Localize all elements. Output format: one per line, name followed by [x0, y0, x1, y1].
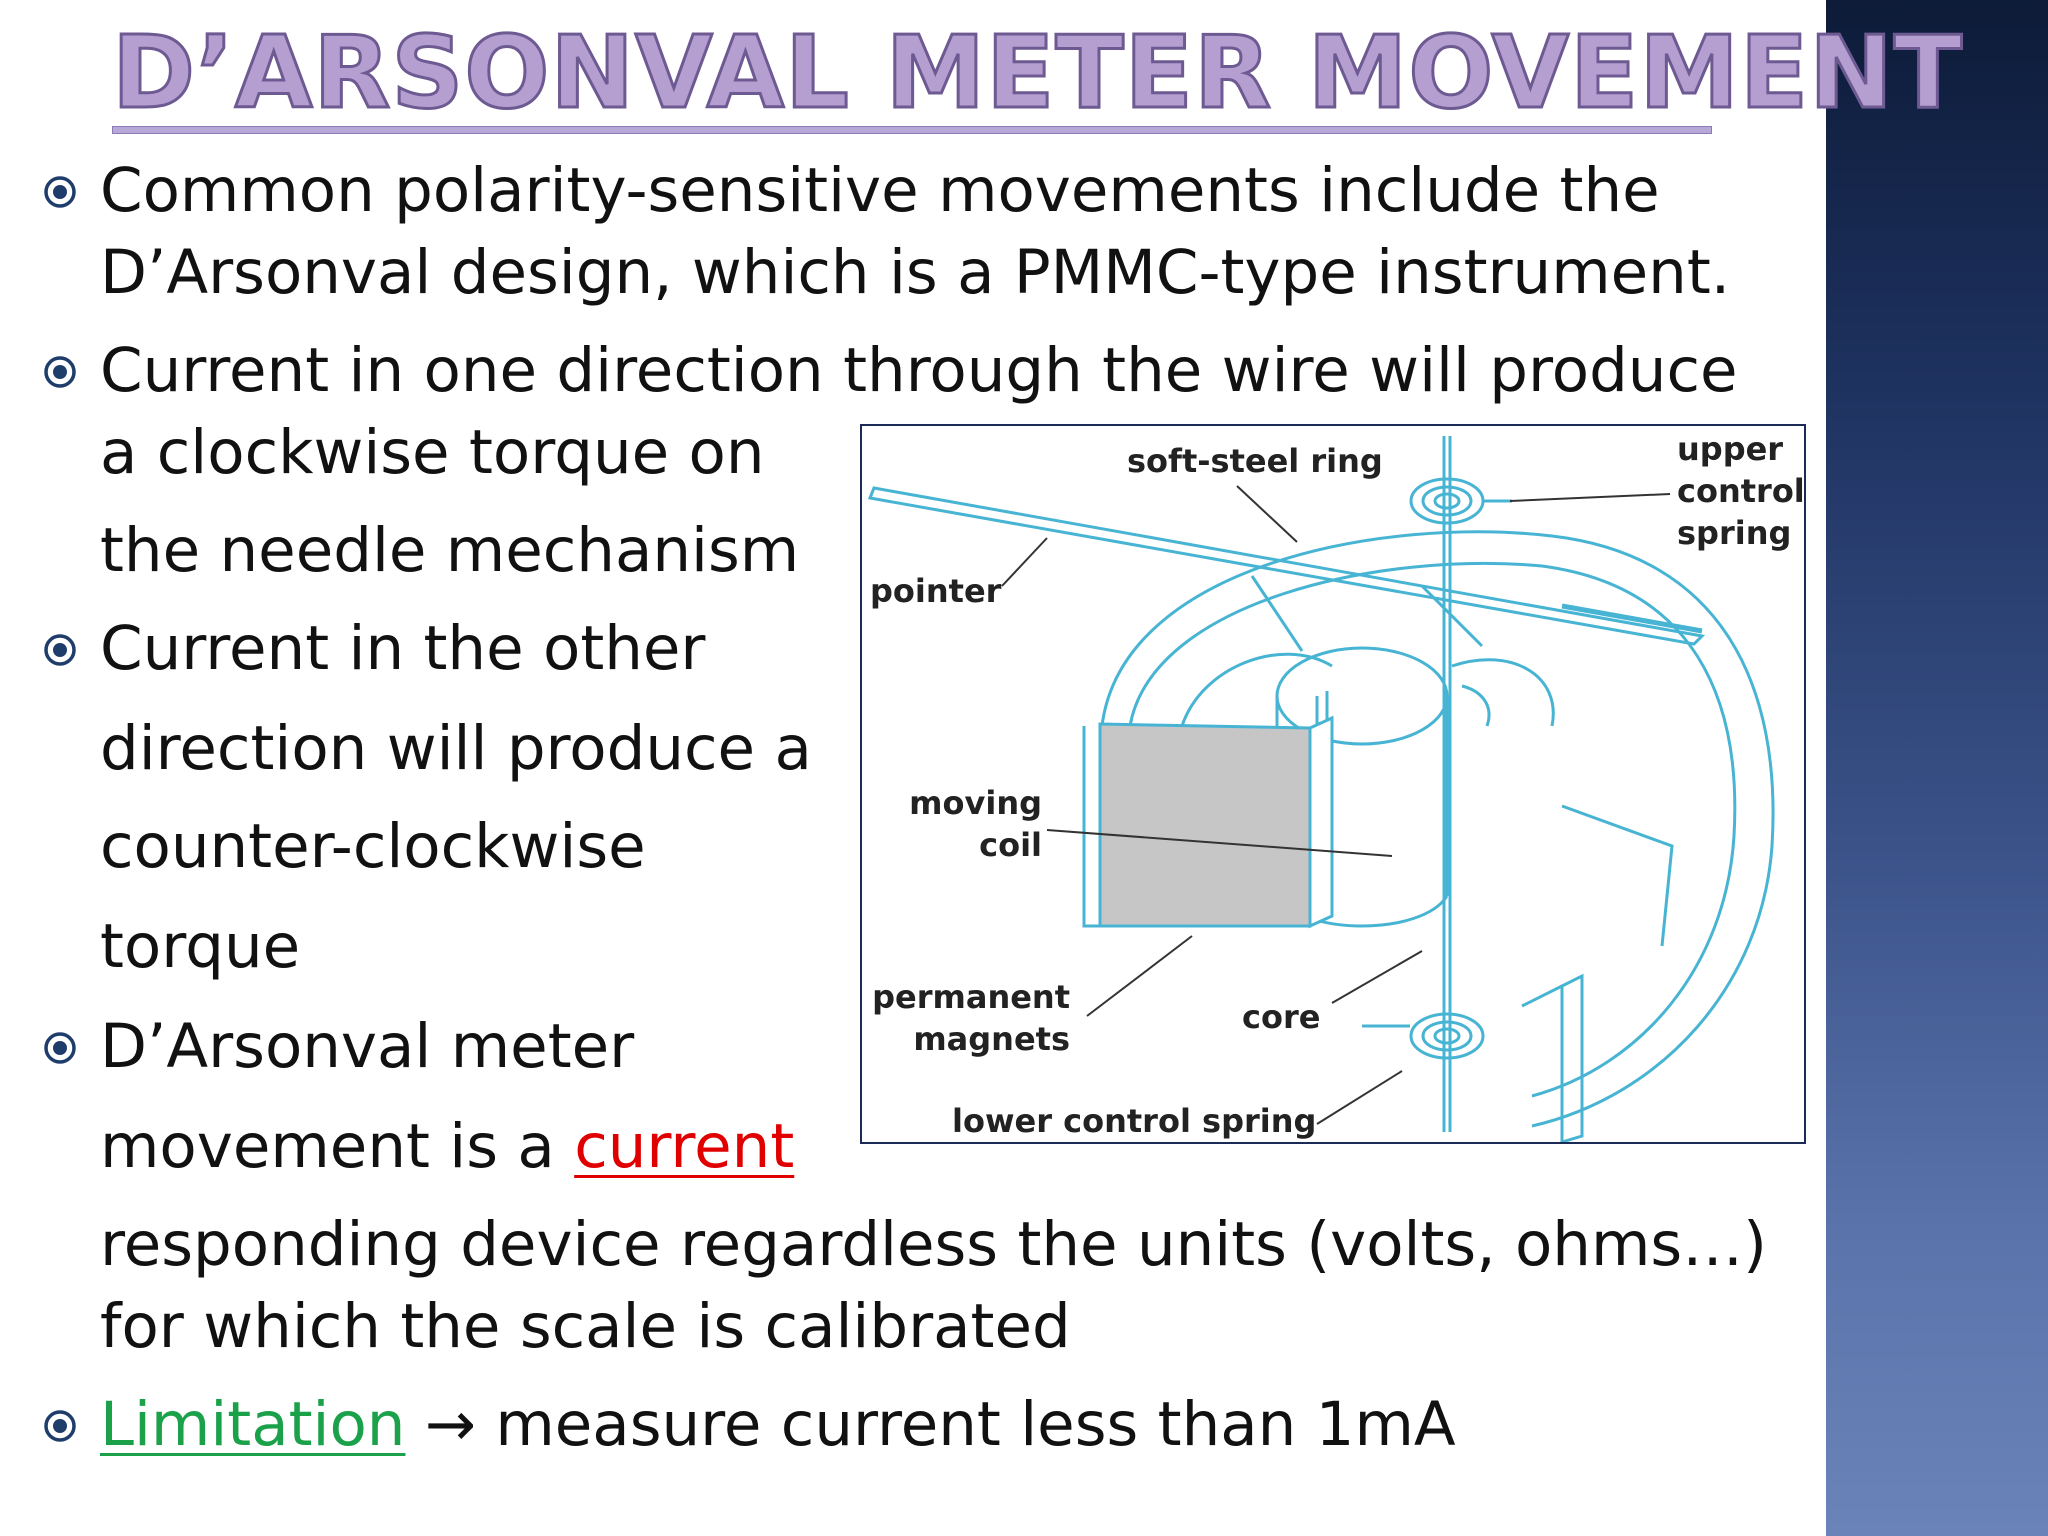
bullet-4-line-2: movement is a current — [100, 1106, 794, 1188]
right-arrow-icon: → — [424, 1389, 476, 1460]
bullet-3-line-3: counter-clockwise — [100, 811, 646, 882]
bullet-1-line-2: D’Arsonval design, which is a PMMC-type … — [100, 237, 1731, 308]
bullet-1-line-1: Common polarity-sensitive movements incl… — [100, 155, 1660, 226]
label-core: core — [1242, 998, 1320, 1036]
label-soft-steel-ring: soft-steel ring — [1127, 442, 1383, 480]
outer-ring-arc — [1100, 530, 1775, 1128]
bullet-2-line-3: the needle mechanism — [100, 515, 800, 586]
circled-dot-bullet-icon — [44, 634, 76, 666]
darsonval-diagram: soft-steel ring upper control spring poi… — [860, 424, 1806, 1144]
label-magnets: magnets — [913, 1020, 1070, 1058]
bullet-4-line-2-text: movement is a — [100, 1111, 575, 1182]
circled-dot-bullet-icon — [44, 356, 76, 388]
bullet-3-line-1: Current in the other — [100, 613, 706, 684]
bullet-4-line-4: for which the scale is calibrated — [100, 1291, 1071, 1362]
label-lower-control-spring: lower control spring — [952, 1102, 1316, 1140]
label-moving: moving — [909, 784, 1042, 822]
bullet-3-line-2: direction will produce a — [100, 713, 812, 784]
meter-movement-illustration: soft-steel ring upper control spring poi… — [867, 430, 1804, 1142]
bullet-5-text: measure current less than 1mA — [475, 1389, 1456, 1460]
slide-title: D’ARSONVAL METER MOVEMENT — [111, 14, 1964, 131]
label-upper: upper — [1677, 430, 1783, 468]
moving-coil-block — [1098, 722, 1312, 928]
label-coil: coil — [979, 826, 1042, 864]
bullet-2-line-2: a clockwise torque on — [100, 417, 765, 488]
label-spring: spring — [1677, 514, 1791, 552]
title-underline — [112, 126, 1712, 134]
decorative-sidebar — [1826, 0, 2048, 1536]
circled-dot-bullet-icon — [44, 1032, 76, 1064]
circled-dot-bullet-icon — [44, 176, 76, 208]
bullet-2-line-1: Current in one direction through the wir… — [100, 335, 1738, 406]
label-permanent: permanent — [872, 978, 1070, 1016]
bullet-3-line-4: torque — [100, 911, 301, 982]
limitation-highlight-link[interactable]: Limitation — [100, 1389, 406, 1460]
circled-dot-bullet-icon — [44, 1410, 76, 1442]
label-pointer: pointer — [870, 572, 1002, 610]
bullet-4-line-3: responding device regardless the units (… — [100, 1209, 1767, 1280]
bullet-5-line-1: Limitation → measure current less than 1… — [100, 1384, 1456, 1466]
bullet-4-line-1: D’Arsonval meter — [100, 1011, 635, 1082]
current-highlight-link[interactable]: current — [574, 1111, 795, 1182]
label-control: control — [1677, 472, 1804, 510]
